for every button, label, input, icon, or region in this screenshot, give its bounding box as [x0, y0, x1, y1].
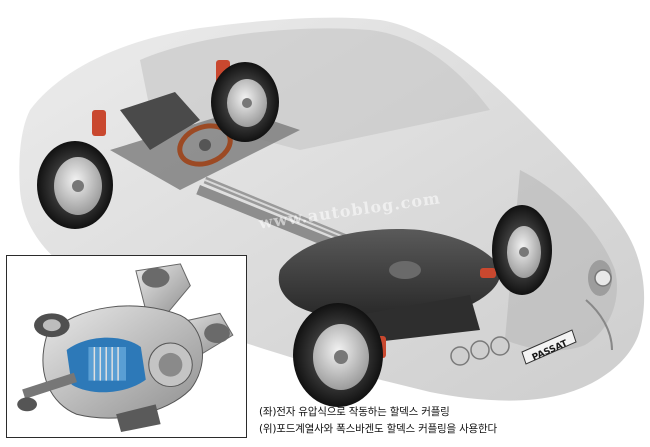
- wheel-rear-left: [293, 303, 383, 407]
- caption-line-2: (위)포드계열사와 폭스바겐도 할덱스 커플링을 사용한다: [259, 423, 497, 435]
- wheel-rear-right: [492, 205, 552, 295]
- wheel-front-right: [211, 62, 279, 142]
- haldex-coupling-inset: [6, 255, 247, 438]
- caption-line-1: (좌)전자 유압식으로 작동하는 할덱스 커플링: [259, 406, 450, 418]
- wheel-front-left: [37, 141, 113, 229]
- haldex-coupling-illustration: [17, 263, 234, 433]
